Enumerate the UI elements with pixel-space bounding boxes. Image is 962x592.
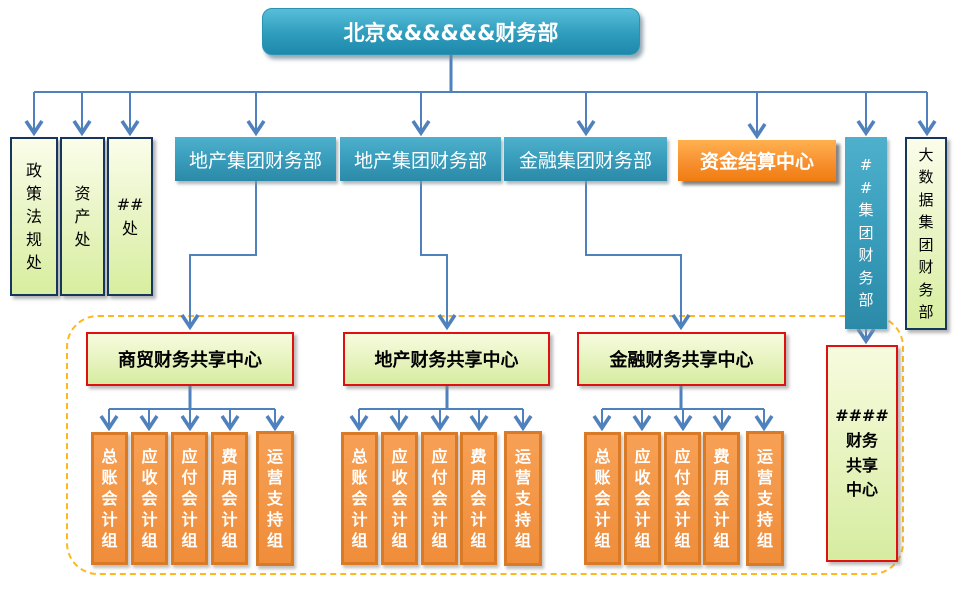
- shared-services-boundary: [66, 315, 904, 575]
- node-label: # # 集 团 财 务 部: [858, 156, 874, 310]
- node-financial-group-finance: 金融集团财务部: [504, 137, 667, 181]
- node-hash-office: ## 处: [107, 137, 153, 296]
- node-label: 应 收 会 计 组: [391, 446, 408, 551]
- node-realestate-group-finance-2: 地产集团财务部: [340, 137, 501, 181]
- node-label: 资 产 处: [74, 183, 91, 250]
- node-label: 费 用 会 计 组: [470, 446, 487, 551]
- node-trade-shared-center: 商贸财务共享中心: [86, 332, 294, 386]
- node-label: 政 策 法 规 处: [25, 160, 42, 273]
- team-expense-2: 费 用 会 计 组: [460, 432, 497, 565]
- node-label: 费 用 会 计 组: [713, 446, 730, 551]
- node-label: 应 收 会 计 组: [141, 446, 158, 551]
- team-payables-1: 应 付 会 计 组: [171, 432, 208, 565]
- node-label: 地产集团财务部: [353, 149, 487, 172]
- node-financial-shared-center: 金融财务共享中心: [577, 332, 786, 386]
- node-label: 金融财务共享中心: [609, 350, 754, 371]
- node-label: 总 账 会 计 组: [101, 446, 118, 551]
- node-asset-office: 资 产 处: [60, 137, 105, 296]
- team-receivables-2: 应 收 会 计 组: [381, 432, 418, 565]
- node-label: ## 处: [116, 195, 144, 238]
- node-label: 应 付 会 计 组: [674, 446, 691, 551]
- node-label: #### 财务 共享 中心: [835, 405, 889, 500]
- team-operations-support-1: 运 营 支 持 组: [256, 431, 294, 566]
- team-receivables-1: 应 收 会 计 组: [131, 432, 168, 565]
- node-policy-legal-office: 政 策 法 规 处: [10, 137, 58, 296]
- team-payables-3: 应 付 会 计 组: [664, 432, 701, 565]
- team-payables-2: 应 付 会 计 组: [421, 432, 458, 565]
- team-expense-3: 费 用 会 计 组: [703, 432, 740, 565]
- team-general-ledger-3: 总 账 会 计 组: [584, 432, 621, 565]
- node-label: 金融集团财务部: [518, 149, 652, 172]
- node-hash-shared-center: #### 财务 共享 中心: [826, 345, 898, 562]
- node-bigdata-group-finance: 大 数 据 集 团 财 务 部: [905, 137, 947, 330]
- node-label: 运 营 支 持 组: [266, 446, 283, 551]
- node-label: 大 数 据 集 团 财 务 部: [918, 145, 934, 322]
- node-label: 商贸财务共享中心: [118, 350, 262, 371]
- node-label: 费 用 会 计 组: [221, 446, 238, 551]
- node-label: 应 付 会 计 组: [181, 446, 198, 551]
- team-receivables-3: 应 收 会 计 组: [624, 432, 661, 565]
- node-hash-group-finance: # # 集 团 财 务 部: [845, 137, 887, 329]
- team-general-ledger-1: 总 账 会 计 组: [91, 432, 128, 565]
- node-label: 运 营 支 持 组: [756, 446, 773, 551]
- node-root-department: 北京&&&&&&财务部: [262, 8, 640, 55]
- node-label: 总 账 会 计 组: [594, 446, 611, 551]
- team-general-ledger-2: 总 账 会 计 组: [341, 432, 378, 565]
- team-operations-support-3: 运 营 支 持 组: [746, 431, 784, 566]
- node-label: 应 收 会 计 组: [634, 446, 651, 551]
- node-label: 地产财务共享中心: [374, 350, 519, 371]
- team-expense-1: 费 用 会 计 组: [211, 432, 248, 565]
- team-operations-support-2: 运 营 支 持 组: [504, 431, 542, 566]
- node-label: 总 账 会 计 组: [351, 446, 368, 551]
- node-label: 应 付 会 计 组: [431, 446, 448, 551]
- node-label: 运 营 支 持 组: [514, 446, 531, 551]
- node-label: 资金结算中心: [699, 151, 814, 173]
- node-label: 地产集团财务部: [188, 149, 322, 172]
- node-realestate-group-finance-1: 地产集团财务部: [175, 137, 336, 181]
- node-label: 北京&&&&&&财务部: [343, 20, 559, 45]
- node-realestate-shared-center: 地产财务共享中心: [343, 332, 550, 386]
- node-fund-settlement-center: 资金结算中心: [678, 140, 836, 181]
